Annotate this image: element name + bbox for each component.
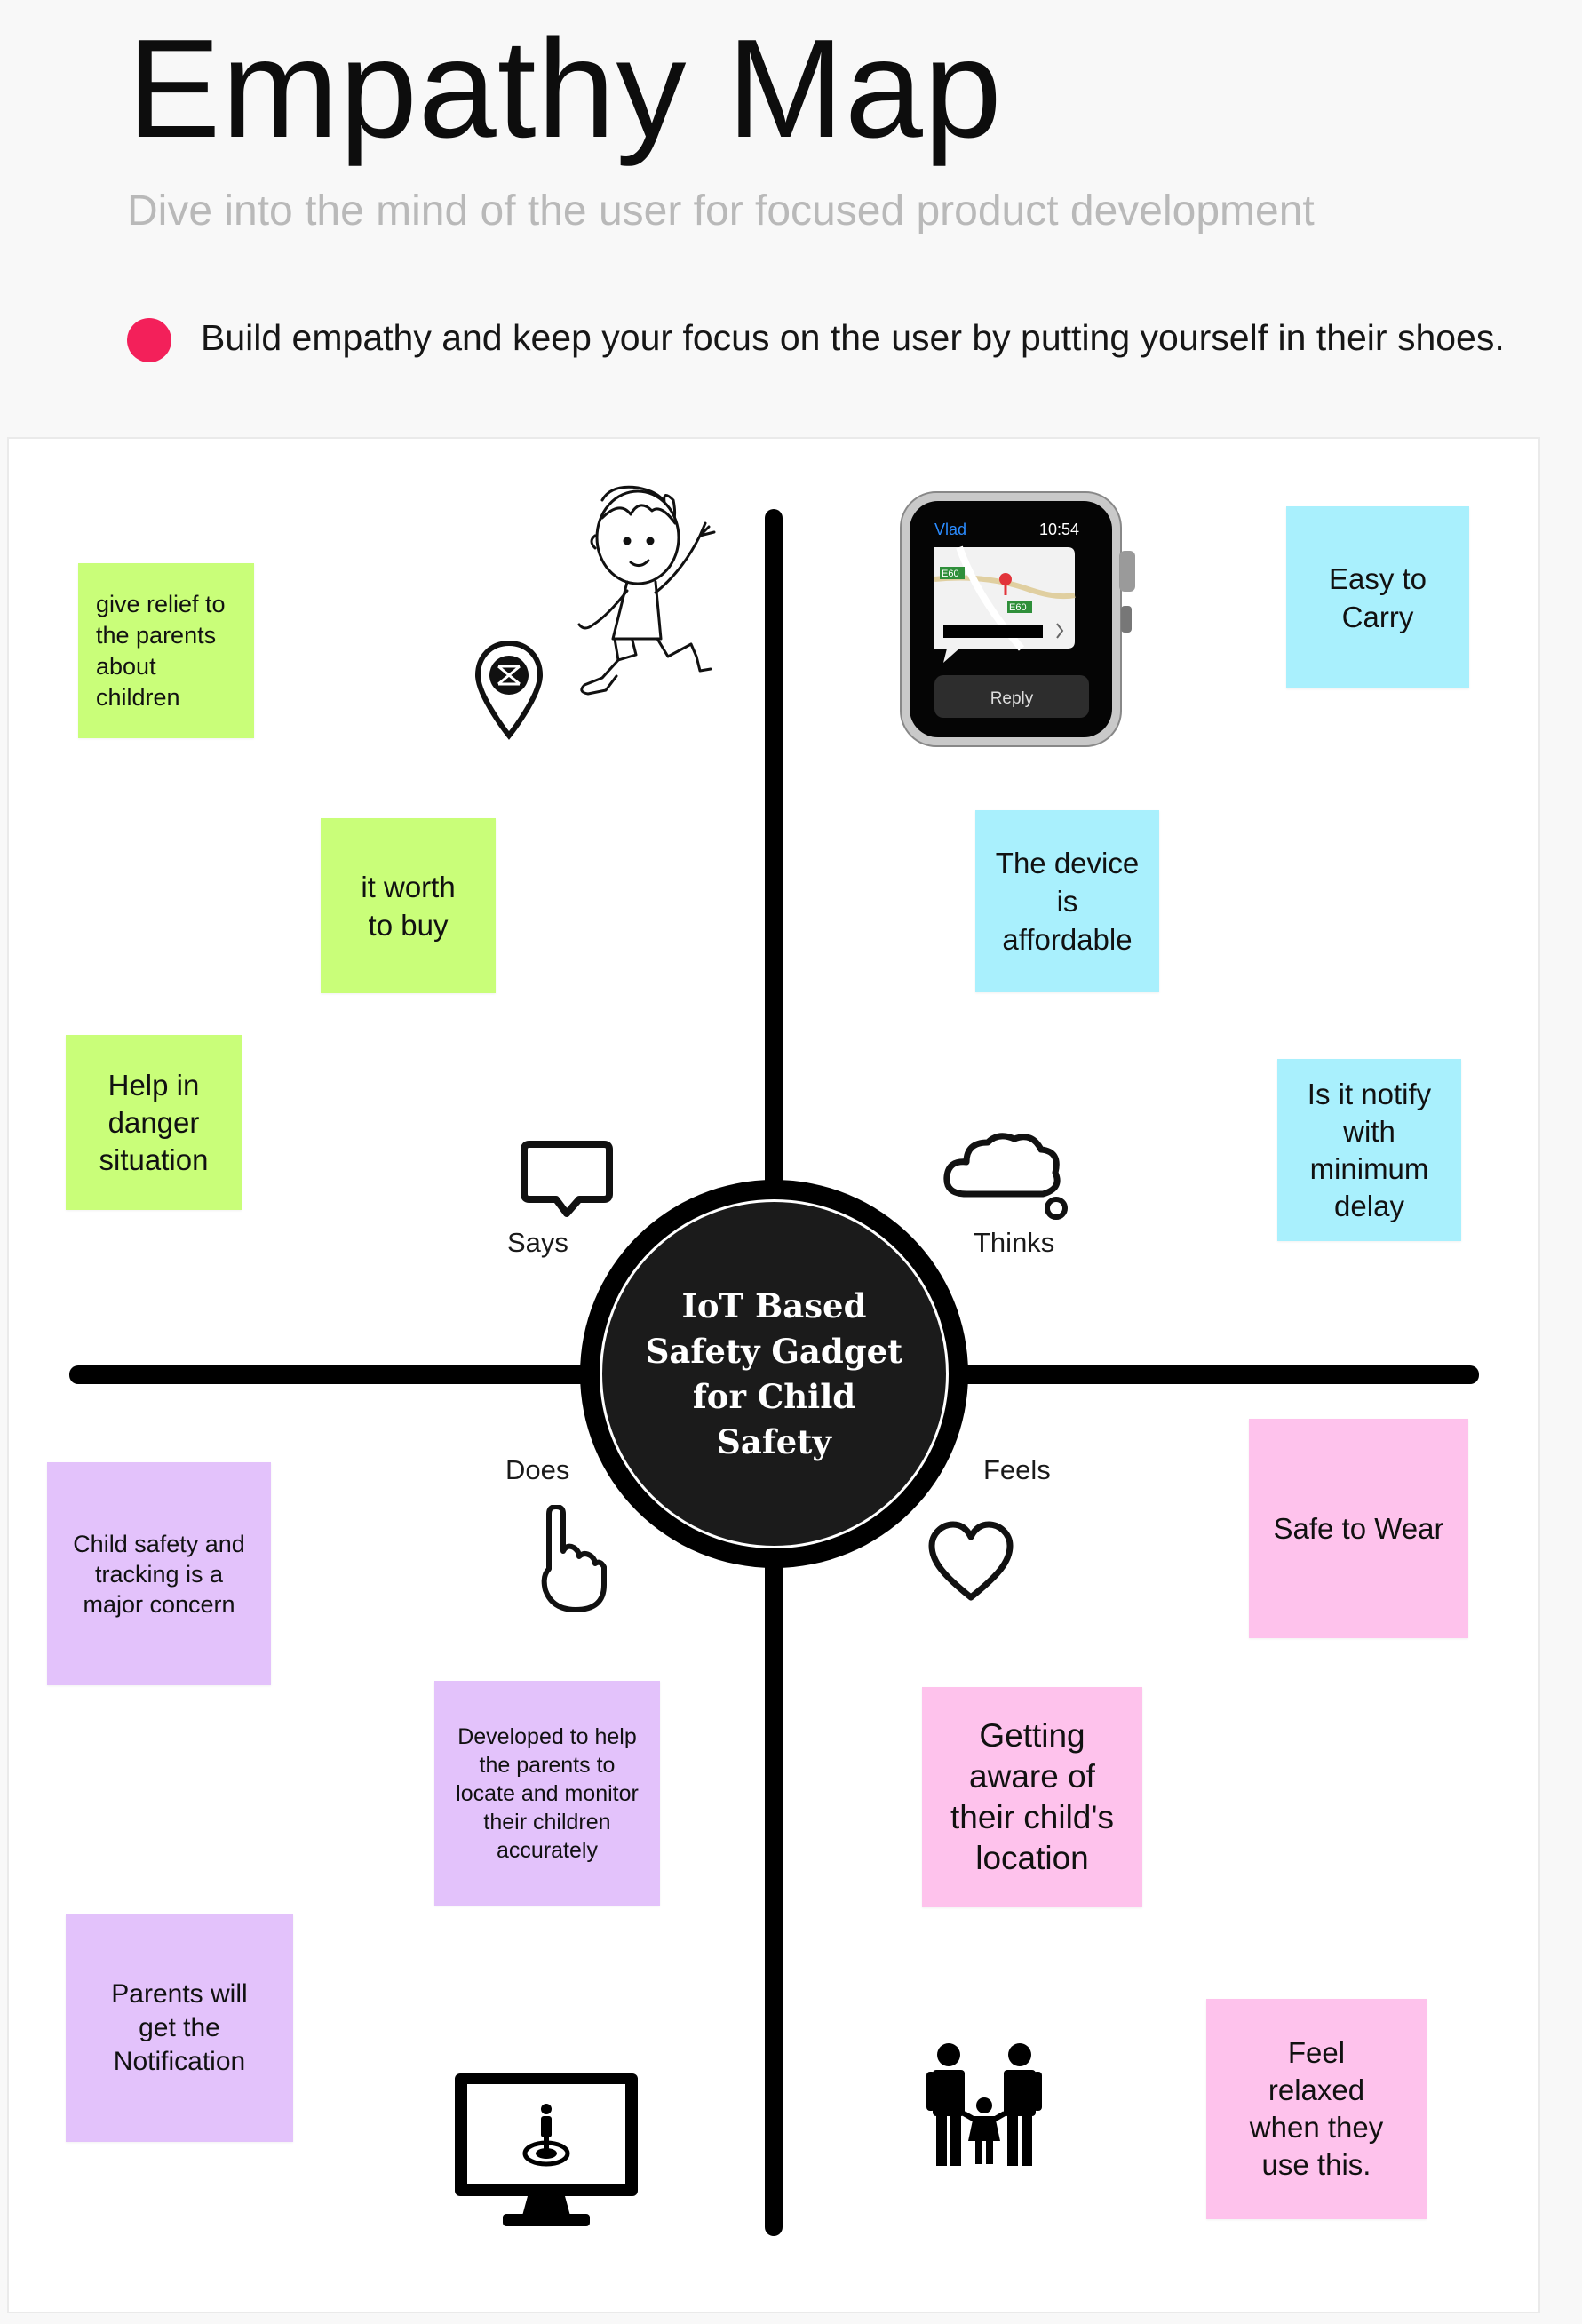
page-title: Empathy Map <box>127 11 1003 167</box>
note-does-3-text: Parents will get the Notification <box>111 1979 248 2076</box>
heart-icon <box>928 1521 1014 1601</box>
child-drawing-icon <box>577 485 716 696</box>
watch-back-label: Vlad <box>934 521 966 538</box>
thought-cloud-icon <box>943 1133 1068 1220</box>
note-says-2[interactable]: it worth to buy <box>321 818 496 993</box>
note-says-1[interactable]: give relief to the parents about childre… <box>78 563 254 738</box>
note-thinks-2[interactable]: The device is affordable <box>975 810 1159 992</box>
quadrant-label-does: Does <box>505 1454 570 1485</box>
pointing-hand-icon <box>541 1505 607 1612</box>
location-pin-icon <box>474 640 544 740</box>
center-circle: IoT Based Safety Gadget for Child Safety <box>580 1180 968 1568</box>
note-does-1-text: Child safety and tracking is a major con… <box>73 1530 245 1618</box>
quadrant-label-feels: Feels <box>983 1454 1051 1485</box>
center-title: IoT Based Safety Gadget for Child Safety <box>645 1285 903 1461</box>
note-thinks-3[interactable]: Is it notify with minimum delay <box>1277 1059 1461 1241</box>
note-thinks-2-text: The device is affordable <box>995 847 1140 956</box>
watch-time: 10:54 <box>1039 521 1079 538</box>
note-says-3-text: Help in danger situation <box>99 1068 209 1176</box>
note-feels-2[interactable]: Getting aware of their child's location <box>922 1687 1142 1907</box>
bullet-text: Build empathy and keep your focus on the… <box>201 317 1505 358</box>
note-does-3[interactable]: Parents will get the Notification <box>66 1914 293 2142</box>
note-thinks-1[interactable]: Easy to Carry <box>1286 506 1469 688</box>
bullet-dot-icon <box>127 318 171 362</box>
note-thinks-3-text: Is it notify with minimum delay <box>1307 1077 1432 1222</box>
monitor-target-icon <box>455 2073 638 2226</box>
speech-bubble-icon <box>521 1141 613 1217</box>
watch-reply-label: Reply <box>990 689 1034 708</box>
note-feels-1[interactable]: Safe to Wear <box>1249 1419 1468 1638</box>
watch-road-label-2: E60 <box>1009 602 1027 613</box>
note-feels-3-text: Feel relaxed when they use this. <box>1249 2036 1384 2181</box>
note-thinks-1-text: Easy to Carry <box>1328 561 1427 633</box>
note-does-2[interactable]: Developed to help the parents to locate … <box>434 1681 660 1906</box>
note-says-2-text: it worth to buy <box>361 870 456 942</box>
page-subtitle: Dive into the mind of the user for focus… <box>127 187 1315 235</box>
note-does-2-text: Developed to help the parents to locate … <box>456 1723 639 1863</box>
family-icon <box>926 2043 1042 2166</box>
note-feels-1-text: Safe to Wear <box>1273 1511 1444 1545</box>
note-says-1-text: give relief to the parents about childre… <box>96 590 226 711</box>
watch-road-label-1: E60 <box>942 569 959 579</box>
note-feels-3[interactable]: Feel relaxed when they use this. <box>1206 1999 1427 2219</box>
quadrant-label-says: Says <box>507 1227 568 1258</box>
note-feels-2-text: Getting aware of their child's location <box>950 1717 1114 1876</box>
smartwatch-icon: Vlad 10:54 E60 E60 Reply <box>900 491 1135 747</box>
center-inner: IoT Based Safety Gadget for Child Safety <box>600 1199 949 1548</box>
quadrant-label-thinks: Thinks <box>974 1227 1055 1258</box>
note-says-3[interactable]: Help in danger situation <box>66 1035 242 1210</box>
note-does-1[interactable]: Child safety and tracking is a major con… <box>47 1462 271 1685</box>
